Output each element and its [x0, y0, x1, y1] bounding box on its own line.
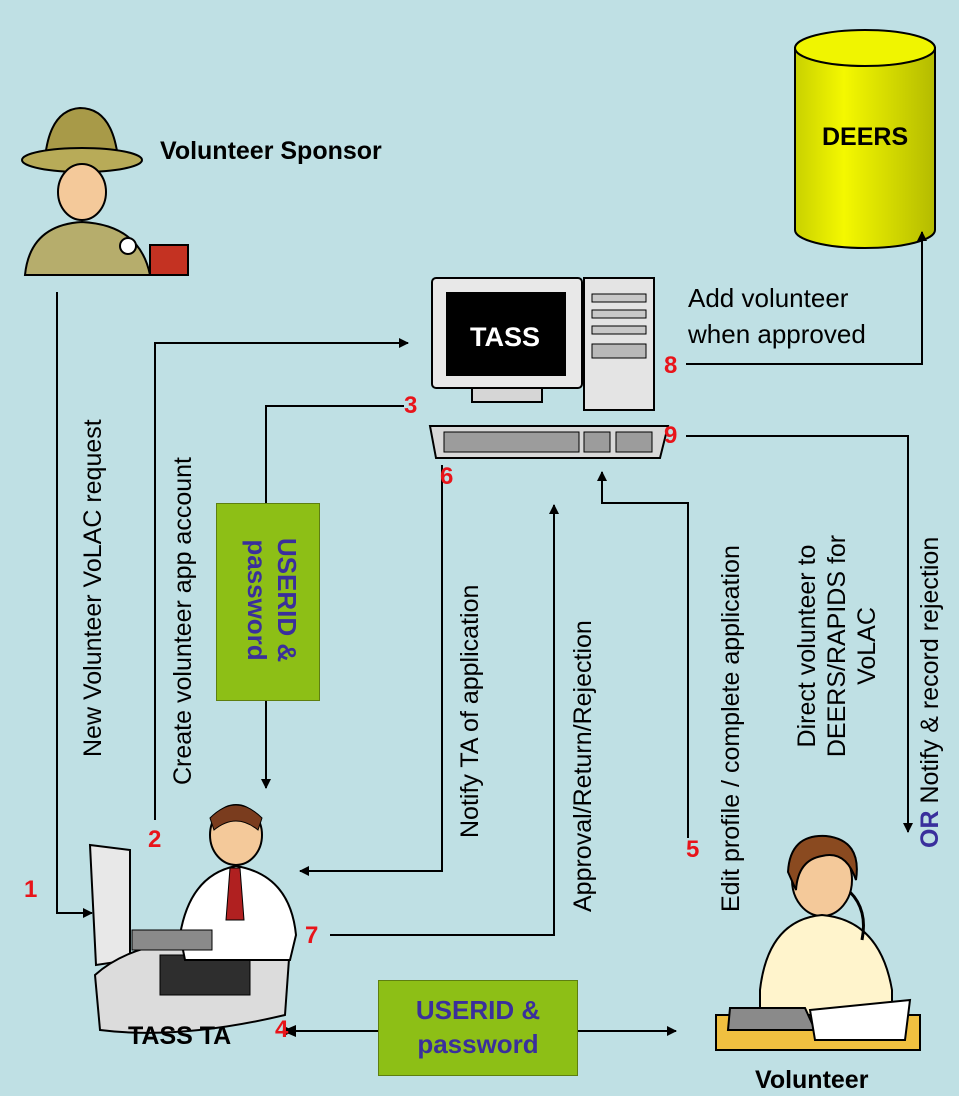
notify-rejection-text: OR Notify & record rejection — [915, 537, 945, 848]
volunteer-sponsor-label: Volunteer Sponsor — [160, 137, 382, 165]
or-label: OR — [916, 810, 944, 849]
add-volunteer-text: Add volunteer when approved — [688, 280, 866, 352]
edit-profile-text: Edit profile / complete application — [717, 545, 745, 912]
add-volunteer-line2: when approved — [688, 319, 866, 349]
tass-label: TASS — [470, 322, 541, 352]
new-request-text: New Volunteer VoLAC request — [79, 419, 107, 757]
credentials-horizontal-line2: password — [417, 1029, 539, 1059]
create-account-text: Create volunteer app account — [169, 457, 197, 785]
step-number-9: 9 — [664, 422, 678, 449]
add-volunteer-line1: Add volunteer — [688, 283, 849, 313]
direct-line2: DEERS/RAPIDS for — [823, 534, 851, 758]
arrow-approval — [330, 504, 559, 936]
credentials-vertical-label: USERID & password — [242, 515, 302, 685]
credentials-vertical-line1: USERID & — [272, 537, 302, 663]
direct-volunteer-text: Direct volunteer to DEERS/RAPIDS for VoL… — [792, 510, 882, 782]
deers-database-icon — [794, 29, 936, 249]
step-number-2: 2 — [148, 826, 162, 853]
deers-label: DEERS — [822, 123, 909, 151]
credentials-horizontal-label: USERID & password — [379, 993, 577, 1061]
direct-line1: Direct volunteer to — [793, 544, 821, 748]
approval-text: Approval/Return/Rejection — [569, 620, 597, 912]
credentials-horizontal-line1: USERID & — [415, 995, 541, 1025]
step-number-4: 4 — [275, 1016, 289, 1043]
tass-computer-icon — [428, 277, 670, 459]
step-number-6: 6 — [440, 463, 454, 490]
credentials-vertical-line2: password — [242, 539, 272, 661]
step-number-8: 8 — [664, 352, 678, 379]
credentials-box-vertical — [216, 503, 320, 701]
tass-ta-label: TASS TA — [128, 1022, 232, 1050]
tass-ta-figure — [88, 804, 298, 1034]
step-number-3: 3 — [404, 392, 418, 419]
direct-line3: VoLAC — [853, 607, 881, 685]
step-number-5: 5 — [686, 836, 700, 863]
volunteer-figure — [715, 834, 921, 1051]
arrow-notify-ta — [299, 465, 443, 876]
volunteer-label: Volunteer — [755, 1066, 869, 1094]
step-number-1: 1 — [24, 876, 38, 903]
step-number-7: 7 — [305, 922, 319, 949]
arrow-direct-volunteer — [686, 435, 913, 833]
notify-ta-text: Notify TA of application — [456, 584, 484, 838]
arrow-create-account — [154, 338, 409, 820]
arrow-edit-profile — [597, 471, 689, 838]
arrow-add-volunteer — [686, 231, 927, 365]
arrow-new-request — [56, 292, 93, 918]
notify-reject-label: Notify & record rejection — [916, 536, 944, 811]
volunteer-sponsor-figure — [21, 106, 189, 276]
credentials-box-horizontal: USERID & password — [378, 980, 578, 1076]
